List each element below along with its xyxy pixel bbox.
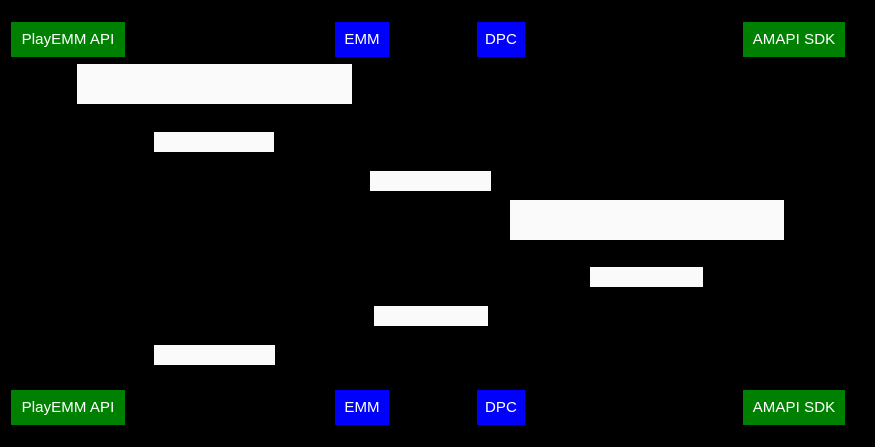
participant-emm-top[interactable]: EMM (335, 22, 389, 57)
participant-label: DPC (485, 31, 517, 48)
message-line-1: userId, deviceId (595, 309, 698, 325)
participant-playemm-api-top[interactable]: PlayEMM API (11, 22, 125, 57)
message-line-1: enrollment token (376, 213, 485, 229)
message-devices-update: devices.update() (154, 345, 275, 403)
participant-playemm-api-bottom[interactable]: PlayEMM API (11, 390, 125, 425)
arrow-userid-deviceid-from-sdk (500, 287, 793, 288)
lifeline-dpc (500, 57, 501, 390)
message-line-1: enrollmentTokens.create( (133, 106, 296, 122)
participant-label: PlayEMM API (21, 31, 115, 48)
message-userid-deviceid-from-sdk: userId, deviceId (590, 267, 703, 325)
participant-label: AMAPI SDK (752, 399, 836, 416)
participant-label: AMAPI SDK (752, 31, 836, 48)
message-userid-deviceid-to-emm: userId, deviceId (374, 306, 488, 364)
message-line-2: enrollmentTokenType=userlessDevice) (89, 166, 340, 182)
participant-dpc-top[interactable]: DPC (477, 22, 525, 57)
message-enrollment-tokens-create: enrollmentTokens.create( enrollmentToken… (77, 64, 352, 182)
message-line-1: devices.update() (160, 387, 269, 403)
arrow-enrollment-token-to-dpc (361, 191, 500, 192)
participant-label: EMM (344, 31, 380, 48)
arrow-devices-update (67, 365, 361, 366)
message-line-1: accountSetupClient (584, 242, 710, 258)
message-line-1: enrollmentToken (160, 174, 268, 190)
arrow-enrollment-token-return (67, 152, 361, 153)
lifeline-playemm-api (67, 57, 68, 390)
participant-emm-bottom[interactable]: EMM (335, 390, 389, 425)
participant-label: PlayEMM API (21, 399, 115, 416)
participant-label: EMM (344, 399, 380, 416)
message-start-account-setup: accountSetupClient .startAccountSetup(en… (510, 200, 784, 318)
arrow-start-account-setup (500, 240, 793, 241)
message-line-1: userId, deviceId (379, 348, 483, 364)
participant-label: DPC (485, 399, 517, 416)
message-line-2: .startAccountSetup(entrollment token) (525, 302, 769, 318)
participant-dpc-bottom[interactable]: DPC (477, 390, 525, 425)
participant-amapi-sdk-top[interactable]: AMAPI SDK (743, 22, 845, 57)
lifeline-amapi-sdk (793, 57, 794, 390)
participant-amapi-sdk-bottom[interactable]: AMAPI SDK (743, 390, 845, 425)
message-enrollment-token-return: enrollmentToken (154, 132, 274, 190)
lifeline-emm (361, 57, 362, 390)
arrow-enrollment-tokens-create (67, 104, 361, 105)
message-enrollment-token-to-dpc: enrollment token (370, 171, 491, 229)
arrow-userid-deviceid-to-emm (361, 326, 500, 327)
